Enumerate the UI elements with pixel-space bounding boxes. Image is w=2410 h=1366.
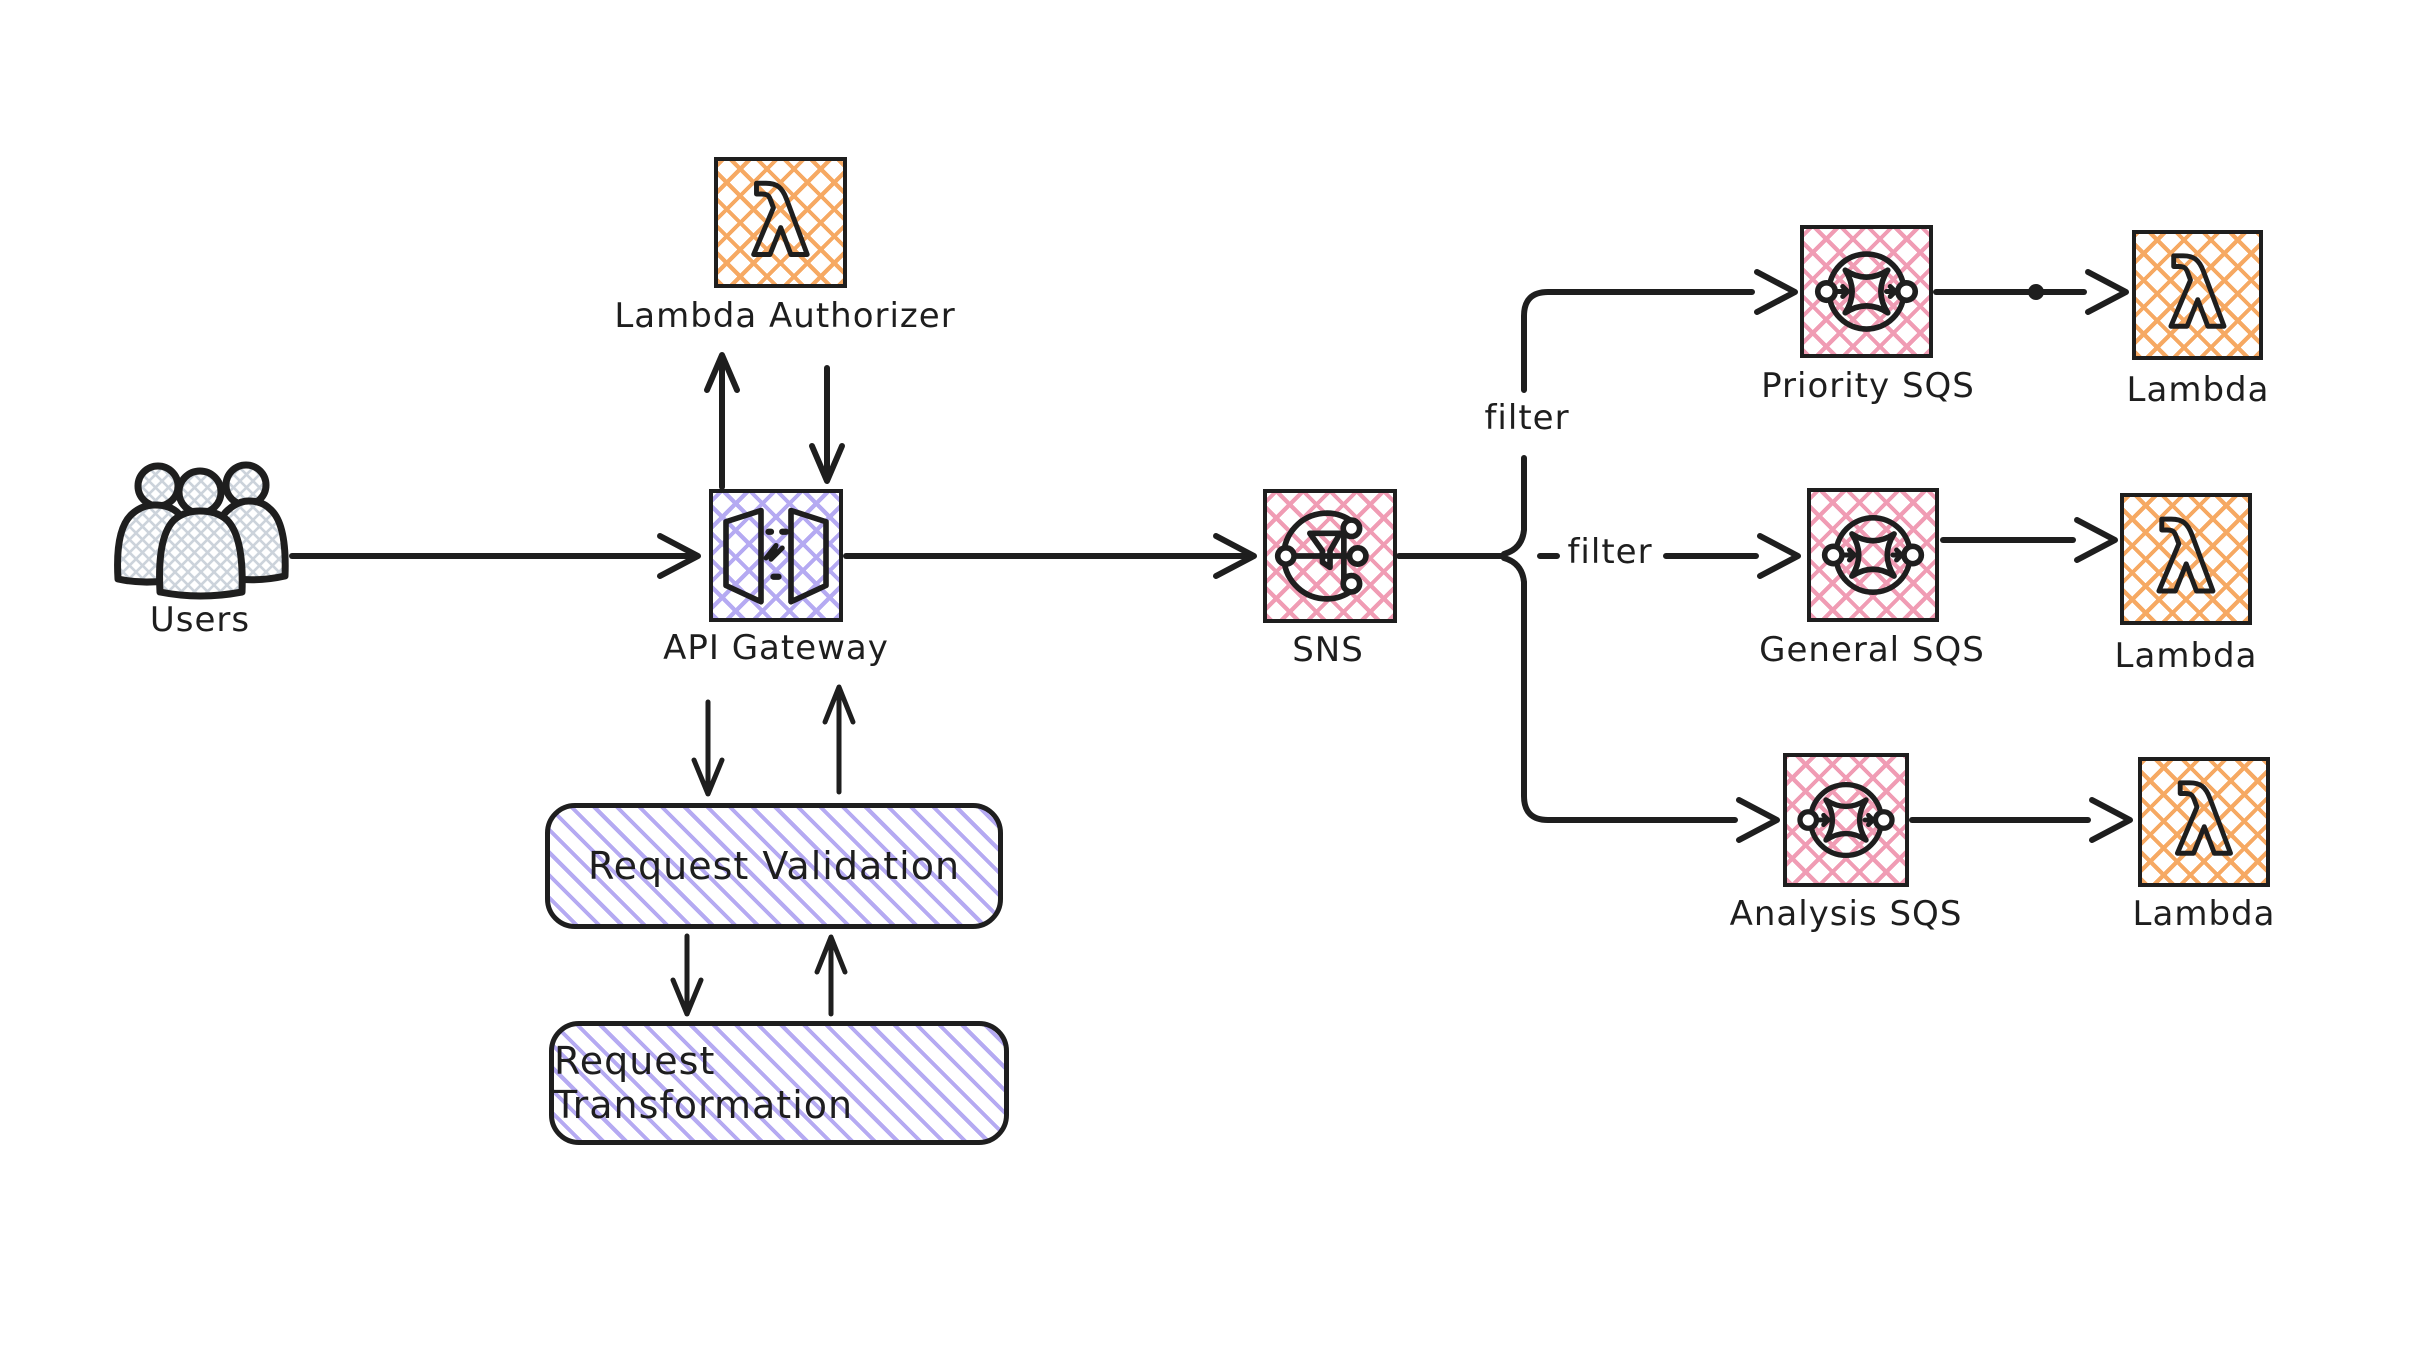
svg-text:λ: λ bbox=[2168, 241, 2227, 349]
users-node[interactable] bbox=[110, 455, 290, 600]
lambda-priority-node[interactable]: λ bbox=[2132, 230, 2263, 360]
general-sqs-node[interactable] bbox=[1807, 488, 1939, 622]
edge-midpoint-dot bbox=[2028, 284, 2044, 300]
api-gateway-icon bbox=[723, 507, 829, 605]
arrowhead bbox=[1754, 269, 1798, 315]
request-validation-node[interactable]: Request Validation bbox=[545, 803, 1003, 929]
arrowhead bbox=[691, 757, 725, 797]
sqs-icon bbox=[1814, 251, 1919, 332]
arrowhead bbox=[822, 684, 856, 725]
filter-top-label: filter bbox=[1484, 398, 1570, 438]
svg-text:λ: λ bbox=[2175, 768, 2234, 876]
arrowhead bbox=[657, 533, 701, 579]
arrowhead bbox=[1213, 533, 1257, 579]
edge-branch-analysis bbox=[1501, 555, 1738, 823]
arrowhead bbox=[1757, 533, 1801, 579]
arrowhead bbox=[2089, 797, 2133, 843]
users-icon bbox=[114, 461, 289, 600]
lambda-icon: λ bbox=[2172, 765, 2236, 878]
sns-icon bbox=[1274, 510, 1369, 602]
request-transformation-node[interactable]: Request Transformation bbox=[549, 1021, 1009, 1145]
general-sqs-label: General SQS bbox=[1759, 630, 1985, 670]
arrowhead bbox=[704, 352, 740, 393]
sns-label: SNS bbox=[1292, 630, 1364, 670]
arrowhead bbox=[1736, 797, 1780, 843]
arrowhead bbox=[814, 934, 848, 975]
filter-middle-label: filter bbox=[1567, 532, 1653, 572]
api-gateway-node[interactable] bbox=[709, 489, 843, 622]
lambda-icon: λ bbox=[2154, 503, 2219, 617]
sqs-icon bbox=[1821, 515, 1925, 595]
analysis-sqs-node[interactable] bbox=[1783, 753, 1909, 887]
svg-text:λ: λ bbox=[2156, 505, 2216, 614]
lambda-icon: λ bbox=[2166, 238, 2230, 351]
api-gateway-label: API Gateway bbox=[663, 628, 889, 668]
lambda-analysis-label: Lambda bbox=[2132, 894, 2276, 934]
priority-sqs-label: Priority SQS bbox=[1761, 366, 1975, 406]
users-label: Users bbox=[149, 600, 251, 640]
edge-branch-priority bbox=[1501, 289, 1755, 557]
lambda-priority-label: Lambda bbox=[2126, 370, 2270, 410]
lambda-authorizer-node[interactable]: λ bbox=[714, 157, 847, 288]
arrowhead bbox=[670, 977, 704, 1017]
lambda-general-node[interactable]: λ bbox=[2120, 493, 2252, 625]
request-validation-label: Request Validation bbox=[587, 844, 961, 888]
lambda-general-label: Lambda bbox=[2114, 636, 2258, 676]
lambda-authorizer-label: Lambda Authorizer bbox=[614, 296, 956, 336]
sqs-icon bbox=[1797, 781, 1895, 859]
arrowhead bbox=[2074, 517, 2118, 563]
arrowhead bbox=[809, 443, 845, 484]
lambda-icon: λ bbox=[748, 166, 812, 280]
svg-text:λ: λ bbox=[751, 168, 810, 277]
lambda-analysis-node[interactable]: λ bbox=[2138, 757, 2270, 887]
arrowhead bbox=[2085, 269, 2129, 315]
priority-sqs-node[interactable] bbox=[1800, 225, 1933, 358]
request-transformation-label: Request Transformation bbox=[554, 1039, 854, 1127]
analysis-sqs-label: Analysis SQS bbox=[1729, 894, 1963, 934]
sns-node[interactable] bbox=[1263, 489, 1397, 623]
